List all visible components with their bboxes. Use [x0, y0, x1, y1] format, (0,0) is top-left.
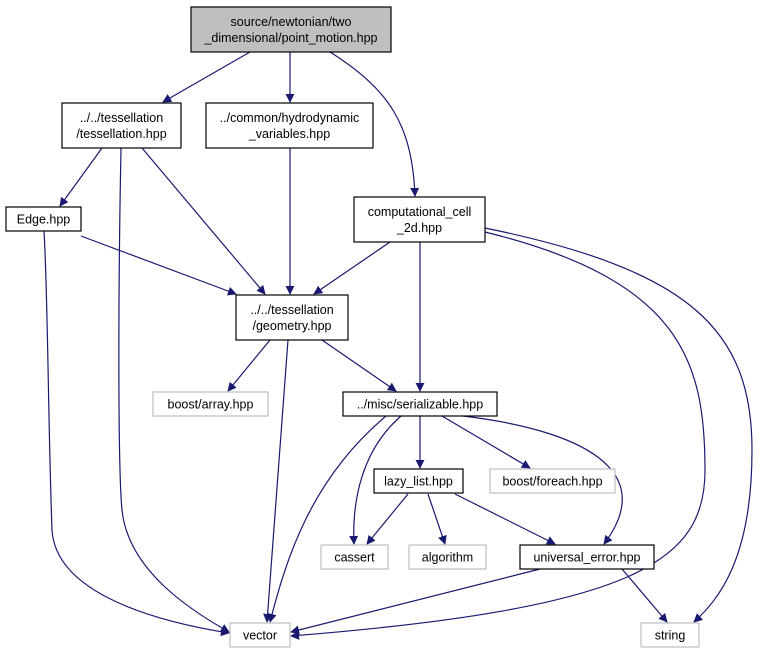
node-hydro-box	[205, 102, 374, 149]
edge-edge-to-vector	[43, 230, 230, 637]
edge-root-to-tessellation	[162, 51, 251, 103]
node-boostforeach: boost/foreach.hpp	[489, 468, 616, 494]
node-geometry[interactable]: ../../tessellation/geometry.hpp	[235, 294, 349, 341]
edge-serializable-to-vector	[267, 415, 387, 623]
node-tessellation[interactable]: ../../tessellation/tessellation.hpp	[61, 102, 182, 149]
node-vector: vector	[229, 622, 291, 648]
node-boostarray-label-line-1: boost/array.hpp	[168, 398, 254, 412]
node-tessellation-label-line-2: /tessellation.hpp	[76, 127, 166, 141]
node-compcell-label-line-1: computational_cell	[368, 205, 472, 219]
edge-universalerror-to-string	[621, 568, 668, 623]
node-boostarray: boost/array.hpp	[152, 391, 269, 417]
node-edge-box	[5, 206, 82, 232]
node-geometry-label-line-1: ../../tessellation	[250, 303, 333, 317]
node-compcell[interactable]: computational_cell _2d.hpp	[353, 196, 486, 243]
node-root[interactable]: source/newtonian/two _dimensional/point_m…	[190, 6, 392, 53]
node-hydro[interactable]: ../common/hydrodynamic _variables.hpp	[205, 102, 374, 149]
node-algorithm-box	[408, 544, 487, 570]
edge-serializable-to-cassert	[349, 415, 402, 545]
node-lazylist-box	[373, 468, 464, 494]
edge-serializable-to-universalerror	[462, 415, 623, 545]
node-edge-label-line-1: Edge.hpp	[17, 213, 71, 227]
node-tessellation-label-line-1: ../../tessellation	[80, 111, 163, 125]
node-boostforeach-label-line-1: boost/foreach.hpp	[502, 475, 602, 489]
edge-lazylist-to-cassert	[366, 493, 409, 545]
edge-edge-to-geometry	[80, 235, 237, 296]
edge-geometry-to-vector	[263, 339, 289, 623]
node-cassert-label-line-1: cassert	[334, 551, 375, 565]
node-hydro-label-line-2: _variables.hpp	[248, 127, 330, 141]
node-hydro-label-line-1: ../common/hydrodynamic	[220, 111, 360, 125]
edge-root-to-compcell	[329, 51, 420, 197]
node-compcell-box	[353, 196, 486, 243]
node-lazylist[interactable]: lazy_list.hpp	[373, 468, 464, 494]
node-universalerror-box	[519, 544, 655, 570]
node-boostarray-box	[152, 391, 269, 417]
node-universalerror[interactable]: universal_error.hpp	[519, 544, 655, 570]
edge-serializable-to-boostforeach	[441, 415, 531, 469]
node-serializable-box	[342, 391, 498, 417]
edge-tessellation-to-edge	[59, 147, 103, 207]
node-root-label-line-1: source/newtonian/two	[231, 15, 352, 29]
edges-layer	[43, 51, 753, 640]
edge-tessellation-to-geometry	[141, 147, 266, 295]
node-cassert: cassert	[320, 544, 389, 570]
node-algorithm-label-line-1: algorithm	[422, 551, 473, 565]
node-tessellation-box	[61, 102, 182, 149]
node-universalerror-label-line-1: universal_error.hpp	[533, 551, 640, 565]
node-serializable[interactable]: ../misc/serializable.hpp	[342, 391, 498, 417]
node-root-box	[190, 6, 392, 53]
node-lazylist-label-line-1: lazy_list.hpp	[384, 475, 453, 489]
edge-compcell-to-geometry	[313, 241, 391, 295]
node-string-box	[640, 622, 700, 648]
node-geometry-box	[235, 294, 349, 341]
edge-tessellation-to-vector	[118, 147, 230, 633]
edge-compcell-to-vector	[290, 231, 706, 640]
edge-universalerror-to-vector	[290, 568, 541, 635]
nodes-layer: source/newtonian/two _dimensional/point_m…	[5, 6, 700, 648]
edge-lazylist-to-algorithm	[427, 493, 447, 545]
node-geometry-label-line-2: /geometry.hpp	[253, 319, 332, 333]
node-vector-box	[229, 622, 291, 648]
edge-geometry-to-serializable	[321, 339, 397, 392]
node-algorithm: algorithm	[408, 544, 487, 570]
node-string: string	[640, 622, 700, 648]
node-root-label-line-2: _dimensional/point_motion.hpp	[203, 31, 377, 45]
node-boostforeach-box	[489, 468, 616, 494]
edge-geometry-to-boostarray	[227, 339, 271, 392]
node-compcell-label-line-2: _2d.hpp	[396, 221, 442, 235]
node-serializable-label-line-1: ../misc/serializable.hpp	[357, 398, 483, 412]
edge-lazylist-to-universalerror	[454, 493, 556, 545]
edge-compcell-to-string	[484, 227, 753, 623]
node-vector-label-line-1: vector	[243, 629, 277, 643]
node-edge[interactable]: Edge.hpp	[5, 206, 82, 232]
node-cassert-box	[320, 544, 389, 570]
node-string-label-line-1: string	[655, 629, 686, 643]
